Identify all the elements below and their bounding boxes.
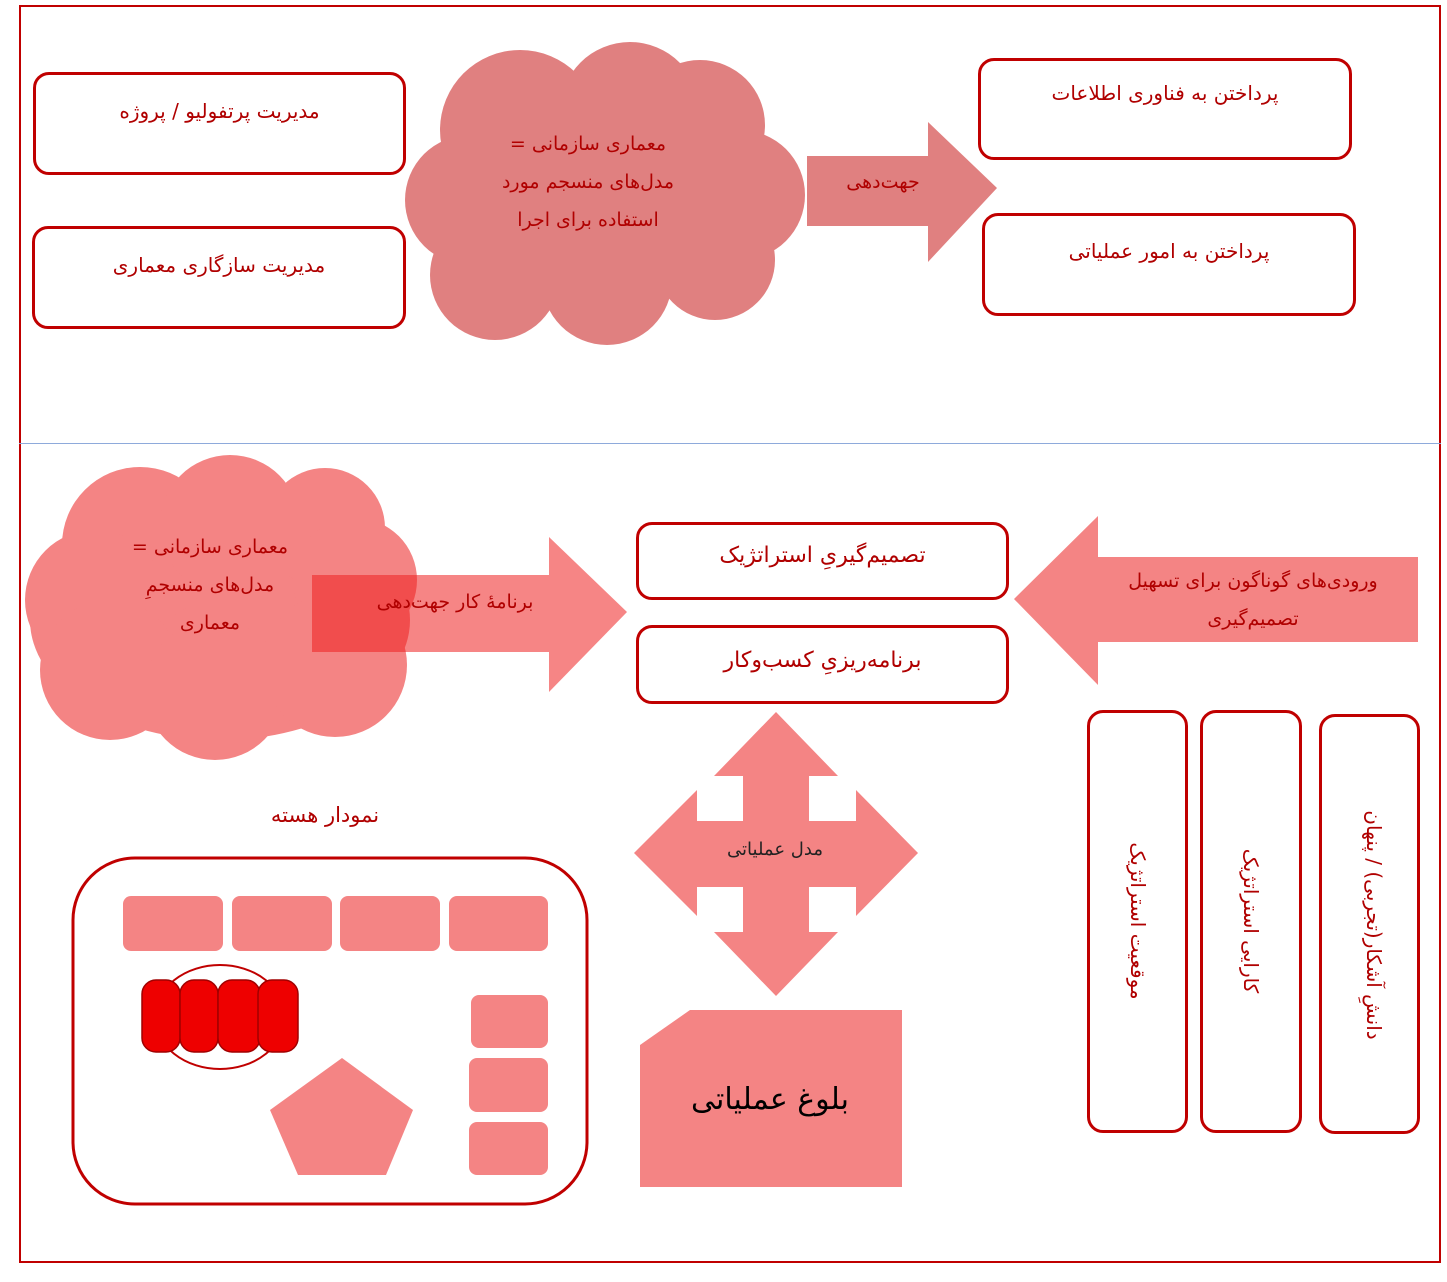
portfolio-management-label: مدیریت پرتفولیو / پروژه [119, 99, 320, 123]
top-cloud-line: معماری سازمانی = [509, 133, 667, 155]
business-planning-label: برنامه‌ریزیِ کسب‌وکار [723, 648, 922, 673]
core-block [340, 896, 440, 951]
portfolio-management-box: مدیریت پرتفولیو / پروژه [33, 72, 406, 175]
four-way-arrow [634, 712, 918, 996]
section-divider [19, 443, 1441, 444]
operational-maturity-label: بلوغ عملیاتی [691, 1082, 849, 1117]
strategic-decision-label: تصمیم‌گیریِ استراتژیک [719, 543, 926, 568]
it-label: پرداختن به فناوری اطلاعات [1051, 81, 1279, 105]
inputs-arrow-text: ورودی‌های گوناگون برای تسهیل تصمیم‌گیری [1098, 562, 1408, 638]
bottom-cloud-text: معماری سازمانی = مدل‌های منسجمِ معماری [95, 528, 325, 642]
core-small-block [471, 995, 548, 1048]
business-planning-box: برنامه‌ریزیِ کسب‌وکار [636, 625, 1009, 704]
core-small-block [469, 1122, 548, 1175]
it-box: پرداختن به فناوری اطلاعات [978, 58, 1352, 160]
core-block [449, 896, 548, 951]
architecture-compliance-box: مدیریت سازگاری معماری [32, 226, 406, 329]
strategic-efficiency-label: کارایی استراتژیک [1239, 848, 1263, 994]
inputs-line: ورودی‌های گوناگون برای تسهیل [1128, 570, 1378, 592]
bottom-cloud-line: معماری سازمانی = [131, 536, 289, 558]
operational-model-label: مدل عملیاتی [727, 839, 823, 860]
core-diagram-title: نمودار هسته [270, 803, 380, 827]
top-cloud [405, 42, 805, 345]
bottom-arrow-label: برنامهٔ کار جهت‌دهی [376, 591, 534, 613]
strategic-position-label: موقعیت استراتژیک [1126, 842, 1150, 1000]
operational-maturity-shape [640, 1010, 902, 1187]
strategic-position-column [1087, 710, 1188, 1133]
top-cloud-line: مدل‌های منسجم مورد [501, 171, 675, 193]
top-arrow-label: جهت‌دهی [846, 171, 920, 193]
top-cloud-text: معماری سازمانی = مدل‌های منسجم مورد استف… [463, 125, 713, 239]
core-small-block [469, 1058, 548, 1112]
operations-label: پرداختن به امور عملیاتی [1068, 239, 1270, 263]
inputs-arrow [1014, 516, 1418, 685]
core-cylinders [141, 979, 299, 1053]
knowledge-column [1319, 714, 1420, 1134]
bottom-cloud-line: معماری [179, 612, 241, 634]
strategic-efficiency-column [1200, 710, 1302, 1133]
inputs-line: تصمیم‌گیری [1207, 608, 1299, 630]
top-direction-arrow [807, 122, 997, 262]
core-block [232, 896, 332, 951]
knowledge-label: دانشِ آشکار(تجربی) / پنهان [1362, 810, 1386, 1040]
bottom-direction-arrow [312, 537, 627, 692]
architecture-compliance-label: مدیریت سازگاری معماری [112, 253, 326, 277]
core-pentagon [270, 1058, 413, 1175]
core-block [123, 896, 223, 951]
operations-box: پرداختن به امور عملیاتی [982, 213, 1356, 316]
strategic-decision-box: تصمیم‌گیریِ استراتژیک [636, 522, 1009, 600]
top-cloud-line: استفاده برای اجرا [517, 209, 659, 231]
bottom-cloud-line: مدل‌های منسجمِ [145, 574, 275, 596]
outer-frame [19, 5, 1441, 1263]
